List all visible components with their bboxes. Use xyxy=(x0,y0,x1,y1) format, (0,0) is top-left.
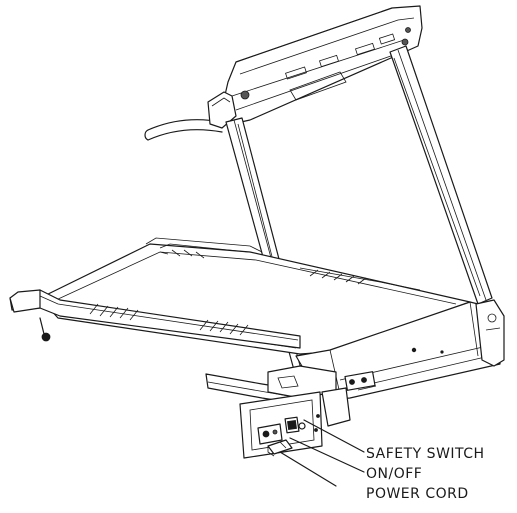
console xyxy=(207,5,423,129)
right-upright xyxy=(389,45,493,305)
base-frame xyxy=(205,365,351,427)
switch-detail-inset xyxy=(239,391,323,459)
callout-safety-switch: SAFETY SWITCH xyxy=(366,446,485,462)
callout-power-cord: POWER CORD xyxy=(366,486,469,502)
leader-lines xyxy=(279,419,365,487)
motor-hood xyxy=(295,299,505,401)
callout-on-off: ON/OFF xyxy=(366,466,423,482)
deck xyxy=(9,237,471,355)
